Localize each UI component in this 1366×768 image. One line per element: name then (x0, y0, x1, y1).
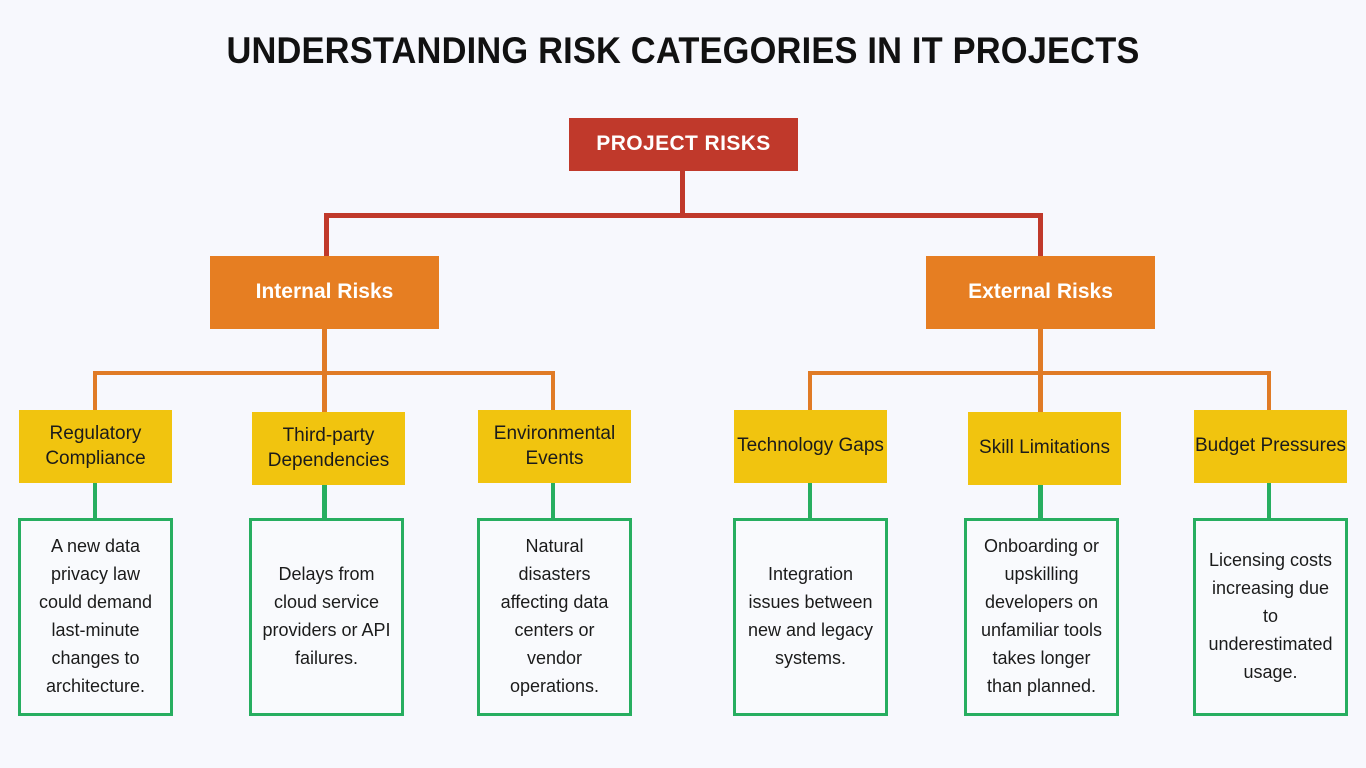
connector-environmental-to-description (551, 483, 555, 518)
connector-technology-to-description (808, 483, 812, 518)
node-label: External Risks (968, 280, 1113, 304)
description-text: Natural disasters affecting data centers… (500, 536, 609, 696)
description-skill-limitations: Onboarding or upskilling developers on u… (964, 518, 1119, 716)
connector-internal-to-regulatory (93, 371, 97, 413)
connector-root-bus (324, 213, 1043, 218)
node-label: PROJECT RISKS (596, 132, 771, 156)
connector-internal-to-environmental (551, 371, 555, 413)
node-environmental-events[interactable]: Environmental Events (478, 410, 631, 483)
node-label: Environmental Events (493, 423, 616, 469)
description-regulatory-compliance: A new data privacy law could demand last… (18, 518, 173, 716)
connector-thirdparty-to-description (322, 485, 327, 518)
connector-external-to-budget (1267, 371, 1271, 413)
description-text: Onboarding or upskilling developers on u… (980, 536, 1103, 696)
node-internal-risks[interactable]: Internal Risks (210, 256, 439, 329)
node-label: Third-party Dependencies (267, 425, 390, 471)
node-label: Budget Pressures (1194, 435, 1347, 457)
connector-root-stem (680, 171, 685, 215)
node-label: Skill Limitations (979, 437, 1110, 459)
node-regulatory-compliance[interactable]: Regulatory Compliance (19, 410, 172, 483)
node-budget-pressures[interactable]: Budget Pressures (1194, 410, 1347, 483)
description-text: Licensing costs increasing due to undere… (1208, 550, 1333, 682)
node-label: Regulatory Compliance (45, 423, 146, 469)
node-label: Technology Gaps (737, 435, 884, 457)
node-project-risks[interactable]: PROJECT RISKS (569, 118, 798, 171)
description-environmental-events: Natural disasters affecting data centers… (477, 518, 632, 716)
connector-internal-stem (322, 329, 327, 373)
connector-skill-to-description (1038, 485, 1043, 518)
connector-budget-to-description (1267, 483, 1271, 518)
node-label: Internal Risks (255, 280, 394, 304)
description-text: Integration issues between new and legac… (747, 564, 874, 668)
node-external-risks[interactable]: External Risks (926, 256, 1155, 329)
node-third-party-dependencies[interactable]: Third-party Dependencies (252, 412, 405, 485)
node-skill-limitations[interactable]: Skill Limitations (968, 412, 1121, 485)
connector-internal-to-thirdparty (322, 371, 327, 413)
description-text: Delays from cloud service providers or A… (262, 564, 391, 668)
connector-external-to-technology (808, 371, 812, 413)
connector-external-stem (1038, 329, 1043, 373)
description-text: A new data privacy law could demand last… (38, 536, 153, 696)
connector-root-to-external (1038, 213, 1043, 257)
connector-regulatory-to-description (93, 483, 97, 518)
connector-root-to-internal (324, 213, 329, 257)
description-third-party-dependencies: Delays from cloud service providers or A… (249, 518, 404, 716)
connector-external-to-skill (1038, 371, 1043, 413)
node-technology-gaps[interactable]: Technology Gaps (734, 410, 887, 483)
page-title: UNDERSTANDING RISK CATEGORIES IN IT PROJ… (226, 30, 1140, 71)
description-technology-gaps: Integration issues between new and legac… (733, 518, 888, 716)
description-budget-pressures: Licensing costs increasing due to undere… (1193, 518, 1348, 716)
